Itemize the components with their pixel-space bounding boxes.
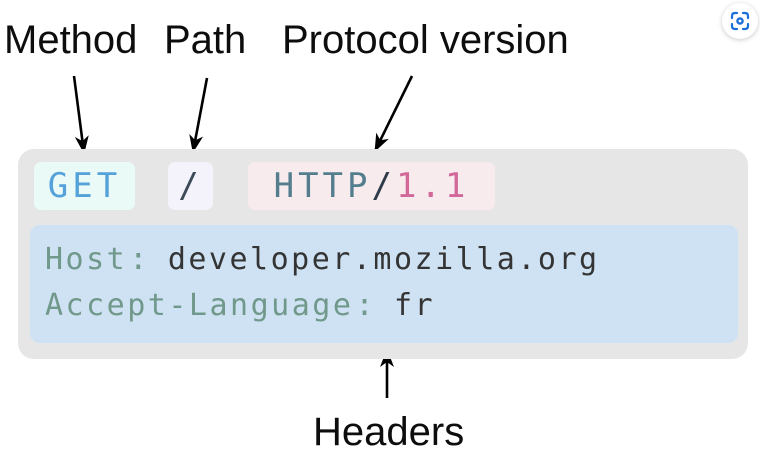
protocol-name: HTTP [273, 166, 372, 206]
header-name: Host [45, 242, 128, 277]
headers-block: Host: developer.mozilla.org Accept-Langua… [30, 225, 738, 343]
path-token: / [168, 162, 213, 210]
header-value: fr [394, 288, 436, 323]
header-value: developer.mozilla.org [167, 242, 600, 277]
capture-button[interactable] [722, 3, 758, 39]
header-colon: : [129, 242, 150, 277]
headers-label: Headers [313, 410, 465, 454]
protocol-version: 1.1 [395, 166, 470, 206]
method-arrow [72, 75, 89, 154]
protocol-version-arrow [373, 75, 414, 152]
header-name: Accept-Language [45, 288, 354, 323]
header-row: Accept-Language: fr [45, 283, 738, 329]
method-label: Method [4, 18, 138, 62]
header-row: Host: developer.mozilla.org [45, 237, 738, 283]
path-arrow [189, 77, 209, 153]
capture-viewfinder-icon [730, 11, 750, 31]
request-panel: GET / HTTP/1.1 Host:developer.mozilla.or… [18, 149, 748, 359]
protocol-version-label: Protocol version [282, 18, 569, 62]
protocol-separator: / [371, 166, 396, 206]
header-colon: : [355, 288, 376, 323]
protocol-token: HTTP/1.1 [248, 162, 495, 210]
path-label: Path [164, 18, 247, 62]
method-token: GET [34, 162, 135, 210]
